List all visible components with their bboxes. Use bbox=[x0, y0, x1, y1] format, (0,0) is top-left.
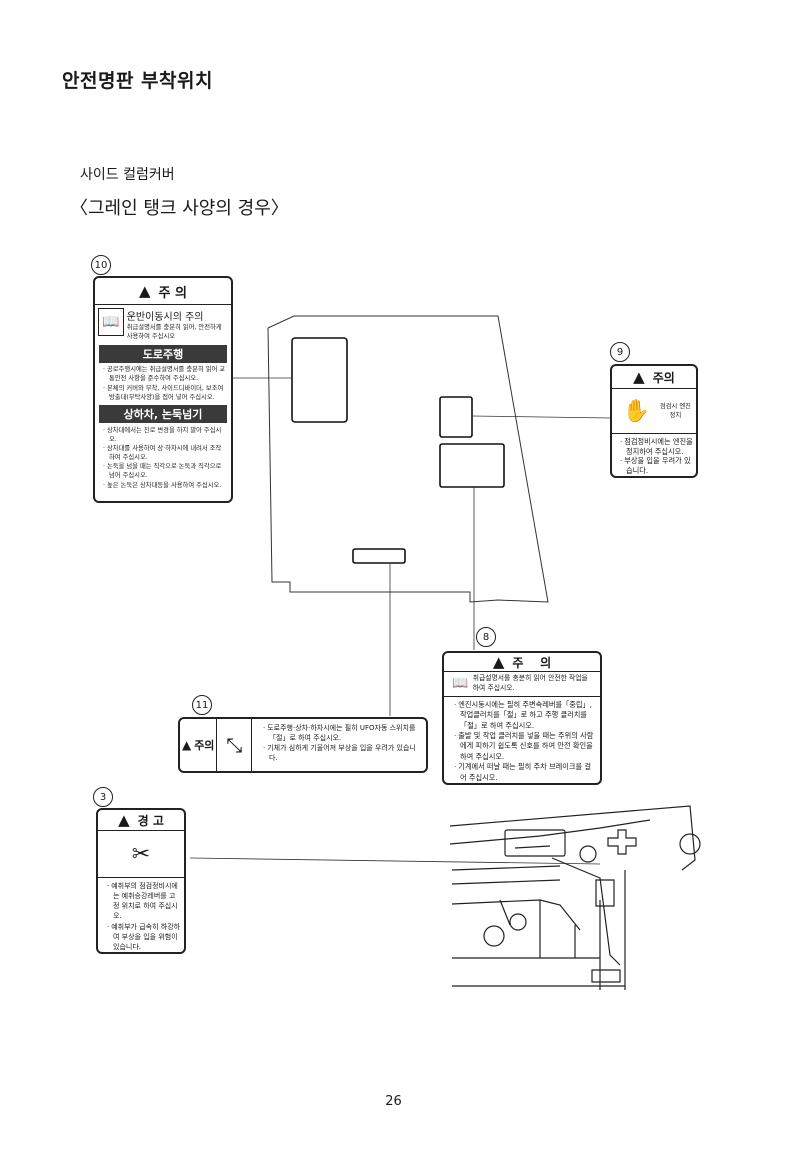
label-number-3: 3 bbox=[93, 787, 113, 807]
list-item: 공로주행시에는 취급설명서를 충분히 읽어 교통안전 사항을 준수하여 주십시오… bbox=[107, 365, 226, 383]
list-item: 논둑을 넘을 때는 직각으로 논둑과 직각으로 넘어 주십시오. bbox=[107, 462, 226, 480]
tilt-hazard-icon: ⤡ bbox=[217, 719, 252, 771]
list-item: 출발 및 작업 클러치를 넣을 때는 주위의 사람에게 피하기 쉽도록 신호를 … bbox=[458, 731, 596, 762]
label-11-header: ▲ 주의 bbox=[180, 719, 218, 771]
crush-hazard-icon: ✂ bbox=[98, 831, 184, 878]
placement-box-10 bbox=[292, 338, 347, 422]
label-9-header-text: 주의 bbox=[652, 370, 675, 385]
section-title: 사이드 컬럼커버 bbox=[80, 167, 175, 183]
label-3-header: ▲ 경 고 bbox=[98, 810, 184, 831]
label-3-header-text: 경 고 bbox=[137, 813, 164, 828]
hand-gear-icon: ✋ bbox=[622, 398, 651, 424]
list-item: 상차대에서는 진로 변경을 하지 말아 주십시오. bbox=[107, 426, 226, 444]
cover-outline bbox=[268, 316, 548, 602]
label-10-top-text: 취급설명서를 충분히 읽어, 안전하게 사용하여 주십시오 bbox=[126, 324, 222, 341]
safety-label-3: ▲ 경 고 ✂ 예취부의 점검정비시에는 예취승강레버를 고정 위치로 하여 주… bbox=[96, 808, 186, 954]
list-item: 기체가 심하게 기울어져 부상을 입을 우려가 있습니다. bbox=[267, 743, 422, 763]
label-number-11: 11 bbox=[192, 695, 212, 715]
list-item: 높은 논둑은 상차대등을 사용하여 주십시오. bbox=[107, 481, 226, 490]
label-10-header-text: 주 의 bbox=[158, 285, 187, 301]
warning-triangle-icon: ▲ bbox=[492, 653, 505, 671]
label-11-list: 도로주행·상차·하차시에는 필히 UFO자동 스위치를「절」로 하여 주십시오.… bbox=[261, 723, 422, 771]
label-9-icon-text: 점검시 엔진정지 bbox=[659, 402, 691, 419]
list-item: 예취부가 급속히 하강하여 부상을 입을 위험이 있습니다. bbox=[111, 922, 181, 952]
list-item: 기계에서 떠날 때는 필히 주차 브레이크를 걸어 주십시오. bbox=[458, 762, 596, 783]
list-item: 본체의 커버와 부착, 사이드디바이더, 보조여 방출대(부탁사양)을 접어 넣… bbox=[107, 384, 226, 402]
placement-box-9 bbox=[440, 397, 472, 437]
label-10-bar-loading: 상하차, 논둑넘기 bbox=[99, 404, 227, 423]
list-item: 도로주행·상차·하차시에는 필히 UFO자동 스위치를「절」로 하여 주십시오. bbox=[267, 723, 422, 743]
list-item: 상차대를 사용하여 상·하차시에 내려서 조작하여 주십시오. bbox=[107, 444, 226, 462]
safety-label-11: ▲ 주의 ⤡ 도로주행·상차·하차시에는 필히 UFO자동 스위치를「절」로 하… bbox=[178, 717, 428, 773]
warning-triangle-icon: ▲ bbox=[139, 282, 151, 300]
safety-label-10: ▲ 주 의 📖 운반이동시의 주의 취급설명서를 충분히 읽어, 안전하게 사용… bbox=[93, 276, 233, 503]
leader-9 bbox=[472, 416, 610, 418]
book-icon: 📖 bbox=[452, 676, 469, 692]
placement-box-11 bbox=[353, 549, 405, 563]
label-8-header: ▲ 주 의 bbox=[444, 653, 600, 672]
warning-triangle-icon: ▲ bbox=[118, 811, 130, 829]
subtitle: 〈그레인 탱크 사양의 경우〉 bbox=[70, 198, 289, 219]
label-number-8: 8 bbox=[476, 627, 496, 647]
page-number: 26 bbox=[385, 1094, 402, 1109]
label-10-loading-list: 상차대에서는 진로 변경을 하지 말아 주십시오. 상차대를 사용하여 상·하차… bbox=[101, 426, 226, 490]
list-item: 예취부의 점검정비시에는 예취승강레버를 고정 위치로 하여 주십시오. bbox=[111, 881, 181, 922]
book-icon: 📖 bbox=[98, 308, 124, 336]
placement-box-8 bbox=[440, 444, 504, 487]
warning-triangle-icon: ▲ bbox=[633, 368, 645, 386]
label-11-header-text: 주의 bbox=[194, 739, 215, 752]
list-item: 엔진시동시에는 필히 주변속레버를「중립」, 작업클러치를「절」로 하고 주행 … bbox=[458, 700, 596, 731]
machine-illustration bbox=[450, 806, 700, 990]
leader-3 bbox=[190, 858, 600, 864]
label-9-header: ▲ 주의 bbox=[612, 366, 696, 389]
label-8-top-text: 취급설명서를 충분히 읽어 안전한 작업을 하여 주십시오. bbox=[472, 674, 588, 692]
label-10-top-title: 운반이동시의 주의 bbox=[126, 312, 204, 323]
warning-triangle-icon: ▲ bbox=[181, 738, 192, 752]
label-3-list: 예취부의 점검정비시에는 예취승강레버를 고정 위치로 하여 주십시오. 예취부… bbox=[105, 881, 181, 952]
safety-label-9: ▲ 주의 ✋ 점검시 엔진정지 점검정비시에는 엔진을 정지하여 주십시오. 부… bbox=[610, 364, 698, 478]
page-title: 안전명판 부착위치 bbox=[62, 70, 213, 92]
label-10-road-list: 공로주행시에는 취급설명서를 충분히 읽어 교통안전 사항을 준수하여 주십시오… bbox=[101, 365, 226, 402]
list-item: 부상을 입을 우려가 있습니다. bbox=[624, 456, 693, 475]
list-item: 점검정비시에는 엔진을 정지하여 주십시오. bbox=[624, 437, 693, 456]
safety-label-8: ▲ 주 의 📖 취급설명서를 충분히 읽어 안전한 작업을 하여 주십시오. 엔… bbox=[442, 651, 602, 785]
label-9-list: 점검정비시에는 엔진을 정지하여 주십시오. 부상을 입을 우려가 있습니다. bbox=[618, 437, 693, 476]
label-8-list: 엔진시동시에는 필히 주변속레버를「중립」, 작업클러치를「절」로 하고 주행 … bbox=[452, 700, 596, 784]
label-8-header-text: 주 의 bbox=[512, 655, 552, 670]
label-number-10: 10 bbox=[91, 255, 111, 275]
label-10-header: ▲ 주 의 bbox=[95, 278, 231, 305]
label-number-9: 9 bbox=[610, 342, 630, 362]
label-10-bar-road: 도로주행 bbox=[99, 345, 227, 364]
